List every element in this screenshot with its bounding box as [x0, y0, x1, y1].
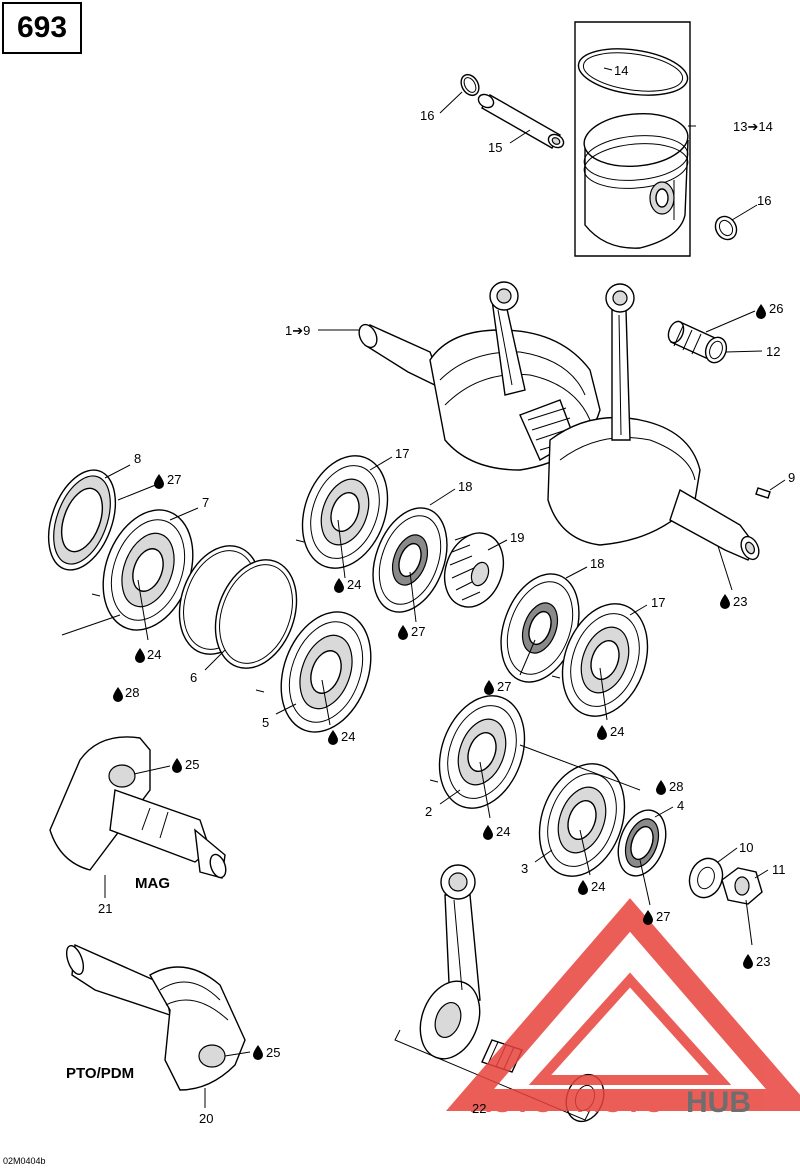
callout-25-pto: 25 [266, 1045, 280, 1060]
drop-icon [643, 910, 653, 925]
callout-1: 1➔9 [285, 323, 310, 338]
drop-icon [328, 730, 338, 745]
callout-15: 15 [488, 140, 502, 155]
drop-icon [756, 304, 766, 319]
gear-19 [443, 532, 505, 608]
callout-25-mag: 25 [185, 757, 199, 772]
nut-11 [721, 867, 763, 905]
ball-bearing-2 [429, 695, 526, 809]
ball-bearing-17-bottom [551, 603, 649, 717]
callout-11: 11 [772, 862, 786, 877]
crank-half-21-mag [49, 736, 227, 879]
pto-caption: PTO/PDM [66, 1065, 134, 1082]
callout-10: 10 [739, 840, 753, 855]
crankshaft-assembly [358, 281, 760, 561]
oil-seal-8 [47, 469, 117, 571]
circlip-16-top [460, 73, 480, 97]
automotohub-watermark: AUTO MOTO HUB [445, 898, 800, 1119]
watermark-auto: AUTO [470, 1086, 554, 1119]
callout-13: 13➔14 [733, 119, 773, 134]
woodruff-key-9 [755, 487, 771, 499]
callout-16-top: 16 [420, 108, 434, 123]
callout-24-bearing-17-bottom: 24 [610, 724, 624, 739]
lubricant-drop-icons [113, 304, 766, 1060]
washer-10 [688, 857, 724, 899]
callout-19: 19 [510, 530, 524, 545]
drop-icon [743, 954, 753, 969]
callout-27-seal-18-bottom: 27 [497, 679, 511, 694]
callout-17-bottom: 17 [651, 595, 665, 610]
mag-caption: MAG [135, 875, 170, 892]
drop-icon [154, 474, 164, 489]
piston-group [574, 21, 696, 257]
drop-icon [135, 648, 145, 663]
callout-12: 12 [766, 344, 780, 359]
callout-2: 2 [425, 804, 432, 819]
callout-9: 9 [788, 470, 795, 485]
callout-27-left: 27 [167, 472, 181, 487]
callout-27-seal-4: 27 [656, 909, 670, 924]
callout-27-seal-18-top: 27 [411, 624, 425, 639]
drop-icon [334, 578, 344, 593]
drop-icon [484, 680, 494, 695]
callout-16-right: 16 [757, 193, 771, 208]
ball-bearing-7 [91, 509, 194, 631]
callout-6: 6 [190, 670, 197, 685]
oil-seal-4 [617, 809, 667, 877]
callout-23-bottom: 23 [756, 954, 770, 969]
ball-bearing-3 [538, 763, 626, 877]
callout-24-bearing-5: 24 [341, 729, 355, 744]
callout-24-bearing-7: 24 [147, 647, 161, 662]
ring-6 [178, 545, 298, 669]
callout-17-top: 17 [395, 446, 409, 461]
watermark-moto: MOTO [576, 1086, 665, 1119]
ball-bearing-17-top [295, 455, 389, 569]
drop-icon [578, 880, 588, 895]
drop-icon [720, 594, 730, 609]
callout-4: 4 [677, 798, 684, 813]
callout-24-bearing-17-top: 24 [347, 577, 361, 592]
drop-icon [113, 687, 123, 702]
callout-28-right: 28 [669, 779, 683, 794]
oil-seal-18-top [372, 507, 448, 613]
drop-icon [656, 780, 666, 795]
oil-seal-18-bottom [500, 573, 580, 683]
callout-labels: 14 16 15 13➔14 16 1➔9 26 12 9 23 8 27 7 … [98, 63, 795, 1126]
drop-icon [597, 725, 607, 740]
callout-26: 26 [769, 301, 783, 316]
thrust-washer-12 [704, 336, 728, 364]
callout-20: 20 [199, 1111, 213, 1126]
page-number-box: 693 [2, 2, 82, 54]
circlip-16-right [714, 215, 738, 241]
callout-5: 5 [262, 715, 269, 730]
drop-icon [398, 625, 408, 640]
callout-23-top: 23 [733, 594, 747, 609]
callout-8: 8 [134, 451, 141, 466]
ball-bearing-5 [255, 611, 372, 733]
watermark-hub: HUB [686, 1086, 751, 1119]
callout-18-bottom: 18 [590, 556, 604, 571]
callout-21: 21 [98, 901, 112, 916]
piston-pin [477, 93, 565, 149]
needle-bearing-26 [667, 320, 716, 359]
callout-24-bearing-3: 24 [591, 879, 605, 894]
callout-24-bearing-2: 24 [496, 824, 510, 839]
callout-18-top: 18 [458, 479, 472, 494]
drop-icon [483, 825, 493, 840]
callout-14: 14 [614, 63, 628, 78]
drop-icon [172, 758, 182, 773]
drop-icon [253, 1045, 263, 1060]
callout-3: 3 [521, 861, 528, 876]
callout-22: 22 [472, 1101, 486, 1116]
callout-7: 7 [202, 495, 209, 510]
leader-lines [104, 67, 786, 1108]
drawing-code: 02M0404b [3, 1156, 46, 1166]
callout-28-left: 28 [125, 685, 139, 700]
crank-half-20-pto [65, 943, 246, 1091]
